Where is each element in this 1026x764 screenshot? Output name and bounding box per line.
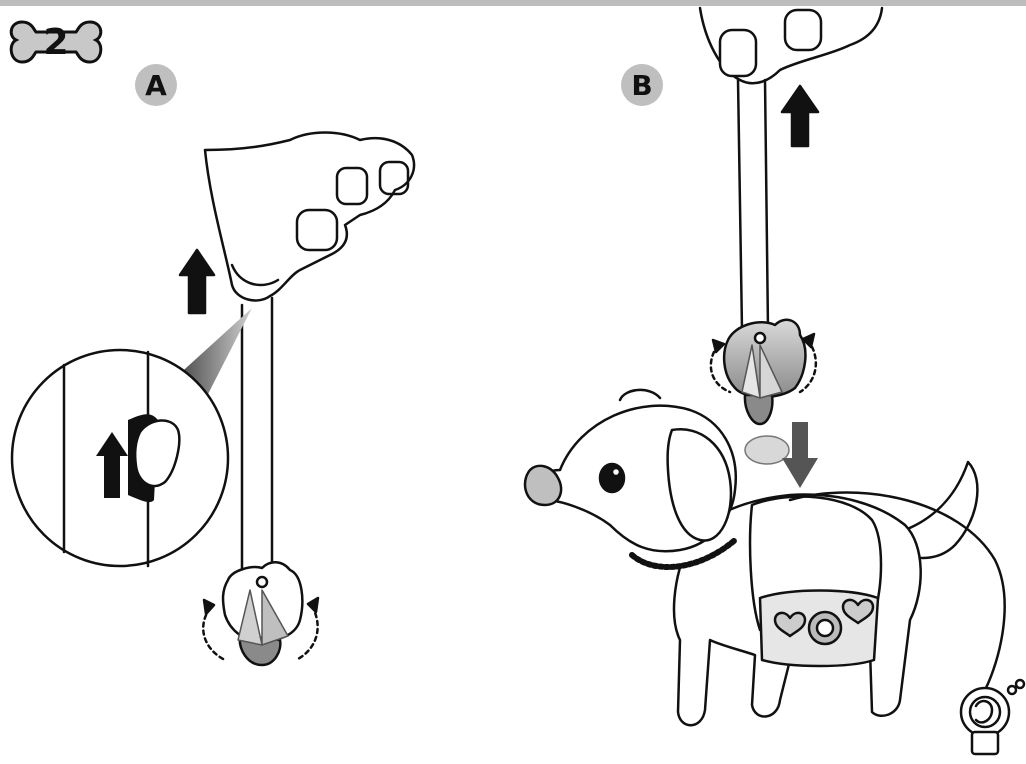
pouch-dispenser-a <box>223 562 302 665</box>
dog-tag-icon <box>961 680 1024 754</box>
leash-strap-b <box>738 80 768 330</box>
hand-b <box>700 8 882 83</box>
panel-b-art <box>525 8 1024 754</box>
up-arrow-icon <box>782 86 818 146</box>
panel-a-art <box>12 133 414 666</box>
magnifier-circle-icon <box>12 350 228 566</box>
treat-bag <box>745 436 789 464</box>
pouch-dispenser-b <box>724 320 805 424</box>
up-arrow-icon <box>180 250 214 313</box>
hand-a <box>205 133 414 301</box>
leash-strap-a <box>242 298 272 580</box>
rotate-arrow-icon <box>203 608 225 660</box>
